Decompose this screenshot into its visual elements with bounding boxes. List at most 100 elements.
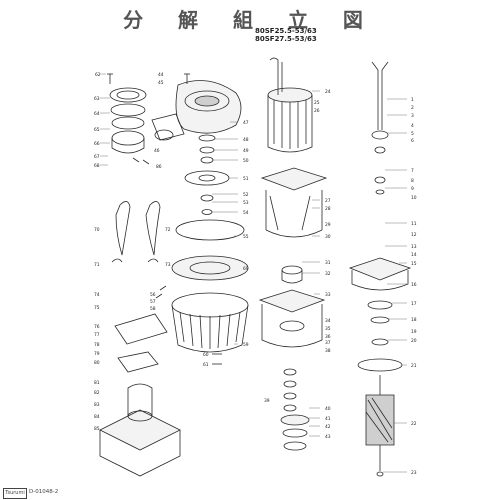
label-31: 31 (325, 260, 331, 266)
label-83: 83 (94, 402, 100, 408)
label-18: 18 (411, 317, 417, 323)
label-41: 41 (325, 416, 331, 422)
label-79: 79 (94, 351, 100, 357)
label-74: 74 (94, 292, 100, 298)
label-75: 75 (94, 305, 100, 311)
label-56: 56 (150, 292, 156, 298)
label-22: 22 (411, 421, 417, 427)
motor-frame-part (260, 167, 328, 238)
label-12: 12 (411, 232, 417, 238)
label-42: 42 (325, 424, 331, 430)
model-number-2: 80SF27.5-53/63 (255, 35, 317, 43)
label-33: 33 (325, 292, 331, 298)
label-29: 29 (325, 222, 331, 228)
label-55: 55 (243, 234, 249, 240)
label-50: 50 (243, 158, 249, 164)
label-7: 7 (411, 168, 414, 174)
label-61: 61 (203, 362, 209, 368)
label-85: 85 (94, 426, 100, 432)
diagram-title: 分 解 組 立 図 (123, 8, 377, 32)
label-25: 25 (314, 100, 320, 106)
rotor-shaft-part (365, 375, 395, 477)
label-23: 23 (411, 470, 417, 476)
label-67: 67 (94, 154, 100, 160)
label-27: 27 (325, 198, 331, 204)
label-86: 86 (156, 164, 162, 170)
label-81: 81 (94, 380, 100, 386)
bolts-center-left (155, 285, 222, 365)
label-54: 54 (243, 210, 249, 216)
label-69: 69 (243, 266, 249, 272)
label-34: 34 (325, 318, 331, 324)
label-9: 9 (411, 186, 414, 192)
leader-lines (100, 73, 407, 473)
label-32: 32 (325, 271, 331, 277)
label-64: 64 (94, 111, 100, 117)
label-37: 37 (325, 340, 331, 346)
drawing-code: D-01048-2 (29, 489, 59, 495)
label-72: 72 (165, 227, 171, 233)
label-19: 19 (411, 329, 417, 335)
label-52: 52 (243, 192, 249, 198)
label-30: 30 (325, 234, 331, 240)
label-77: 77 (94, 332, 100, 338)
bolt-group-left (107, 73, 190, 165)
label-51: 51 (243, 176, 249, 182)
label-6: 6 (411, 138, 414, 144)
bearing-housing-part (258, 265, 326, 348)
label-15: 15 (411, 261, 417, 267)
label-49: 49 (243, 148, 249, 154)
label-44: 44 (158, 72, 164, 78)
label-62: 62 (95, 72, 101, 78)
label-21: 21 (411, 363, 417, 369)
label-14: 14 (411, 252, 417, 258)
impeller-parts-center (184, 134, 230, 215)
label-65: 65 (94, 127, 100, 133)
label-45: 45 (158, 80, 164, 86)
base-stand-part (99, 313, 181, 477)
seal-stack-part (280, 368, 310, 451)
label-60: 60 (203, 352, 209, 358)
label-28: 28 (325, 206, 331, 212)
label-68: 68 (94, 163, 100, 169)
label-46: 46 (154, 148, 160, 154)
label-57: 57 (150, 299, 156, 305)
label-47: 47 (243, 120, 249, 126)
label-4: 4 (411, 123, 414, 129)
label-40: 40 (325, 406, 331, 412)
label-48: 48 (243, 137, 249, 143)
cable-entry-part (371, 61, 389, 195)
label-11: 11 (411, 221, 417, 227)
tsurumi-logo: Tsurumi (3, 488, 27, 499)
label-63: 63 (94, 96, 100, 102)
label-13: 13 (411, 244, 417, 250)
label-43: 43 (325, 434, 331, 440)
label-53: 53 (243, 200, 249, 206)
label-5: 5 (411, 131, 414, 137)
label-80: 80 (94, 360, 100, 366)
label-2: 2 (411, 105, 414, 111)
model-number-1: 80SF25.5-53/63 (255, 27, 317, 35)
motor-stator-part (267, 57, 313, 153)
label-1: 1 (411, 97, 414, 103)
label-8: 8 (411, 178, 414, 184)
label-73: 73 (165, 262, 171, 268)
label-82: 82 (94, 390, 100, 396)
label-17: 17 (411, 301, 417, 307)
label-38: 38 (325, 348, 331, 354)
label-3: 3 (411, 113, 414, 119)
label-20: 20 (411, 338, 417, 344)
lifting-chains-part (111, 201, 161, 263)
label-10: 10 (411, 195, 417, 201)
label-35: 35 (325, 326, 331, 332)
label-26: 26 (314, 108, 320, 114)
label-24: 24 (325, 89, 331, 95)
label-70: 70 (94, 227, 100, 233)
label-16: 16 (411, 282, 417, 288)
label-71: 71 (94, 262, 100, 268)
bearing-cover-part (348, 257, 412, 372)
label-84: 84 (94, 414, 100, 420)
label-66: 66 (94, 141, 100, 147)
